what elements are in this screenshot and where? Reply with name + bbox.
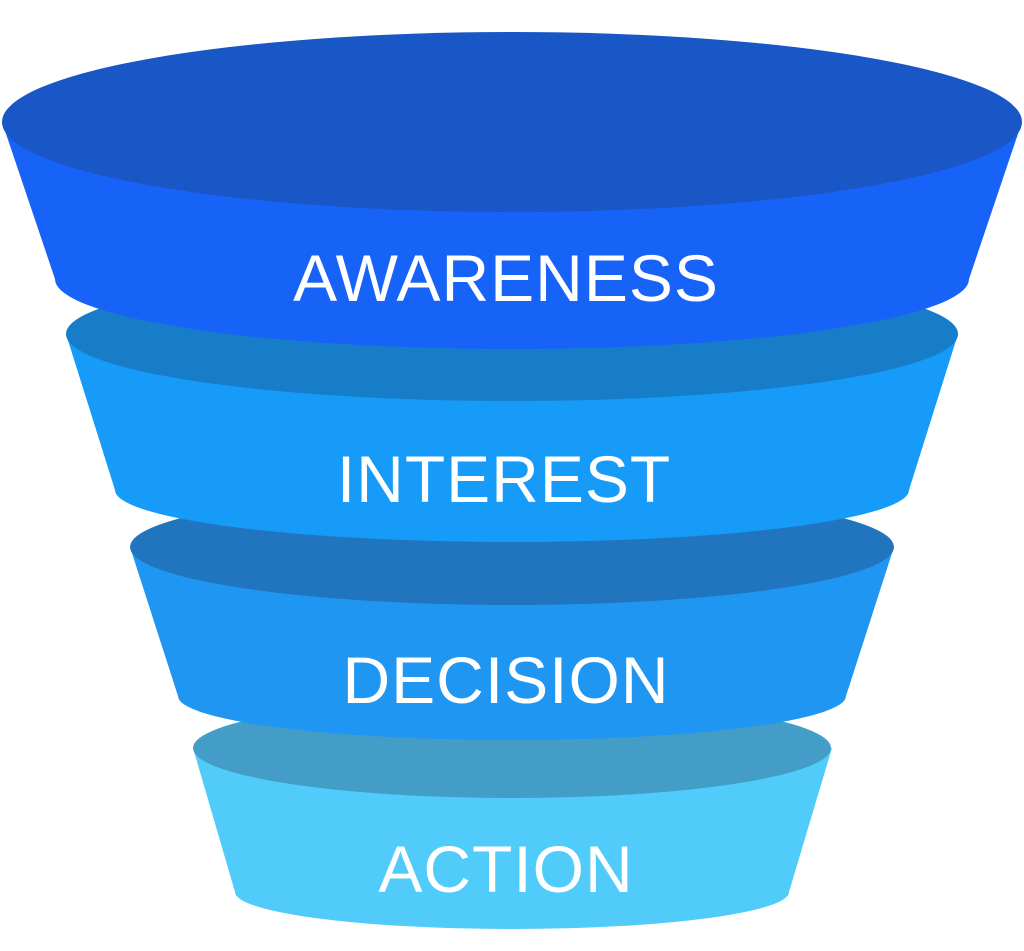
action-stage-body [193, 748, 832, 929]
awareness-stage-label: AWARENESS [293, 241, 719, 315]
interest-stage-label: INTEREST [337, 442, 671, 516]
awareness-stage-rim [2, 32, 1022, 212]
funnel-stage-awareness: AWARENESS [2, 32, 1022, 349]
action-stage-label: ACTION [378, 832, 633, 906]
decision-stage-label: DECISION [342, 643, 669, 717]
